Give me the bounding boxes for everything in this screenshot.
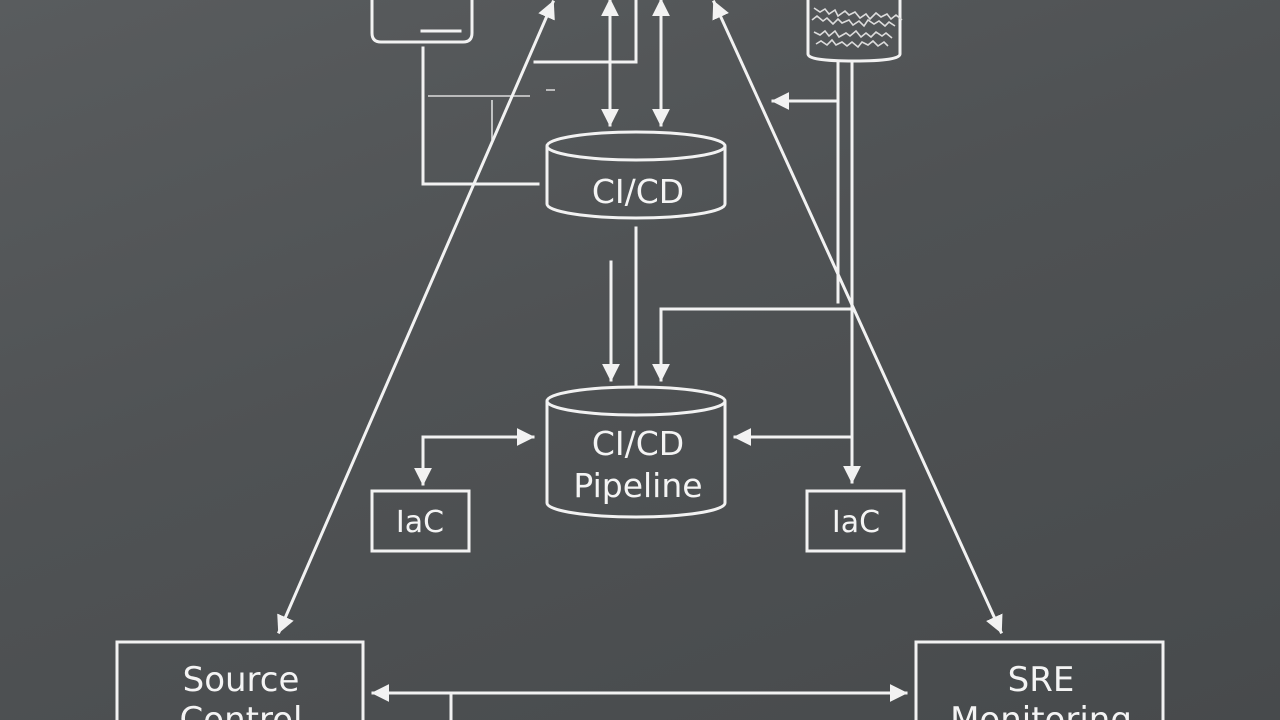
cicd-pipeline-label-line2: Pipeline	[573, 466, 702, 505]
cicd-label: CI/CD	[592, 172, 684, 211]
source-control-label-line2: Control	[180, 700, 303, 720]
iac-right-label: IaC	[832, 505, 880, 540]
right-connectors	[652, 60, 861, 484]
source-control-node: Source Control	[115, 640, 365, 720]
bottom-connector	[371, 684, 908, 720]
sre-monitoring-label-line1: SRE	[1008, 660, 1075, 700]
diagonal-connectors	[277, 0, 1003, 634]
sre-monitoring-node: SRE Monitoring	[914, 640, 1165, 720]
source-control-label-line1: Source	[183, 660, 300, 700]
cicd-node: CI/CD	[545, 130, 727, 220]
database-icon	[806, 0, 903, 63]
document-icon	[370, 0, 474, 44]
cicd-pipeline-label-line1: CI/CD	[592, 424, 684, 463]
sre-monitoring-label-line2: Monitoring	[950, 700, 1132, 720]
iac-left-node: IaC	[370, 489, 471, 553]
cicd-pipeline-node: CI/CD Pipeline	[545, 385, 727, 519]
iac-left-label: IaC	[396, 505, 444, 540]
iac-right-node: IaC	[805, 489, 906, 553]
